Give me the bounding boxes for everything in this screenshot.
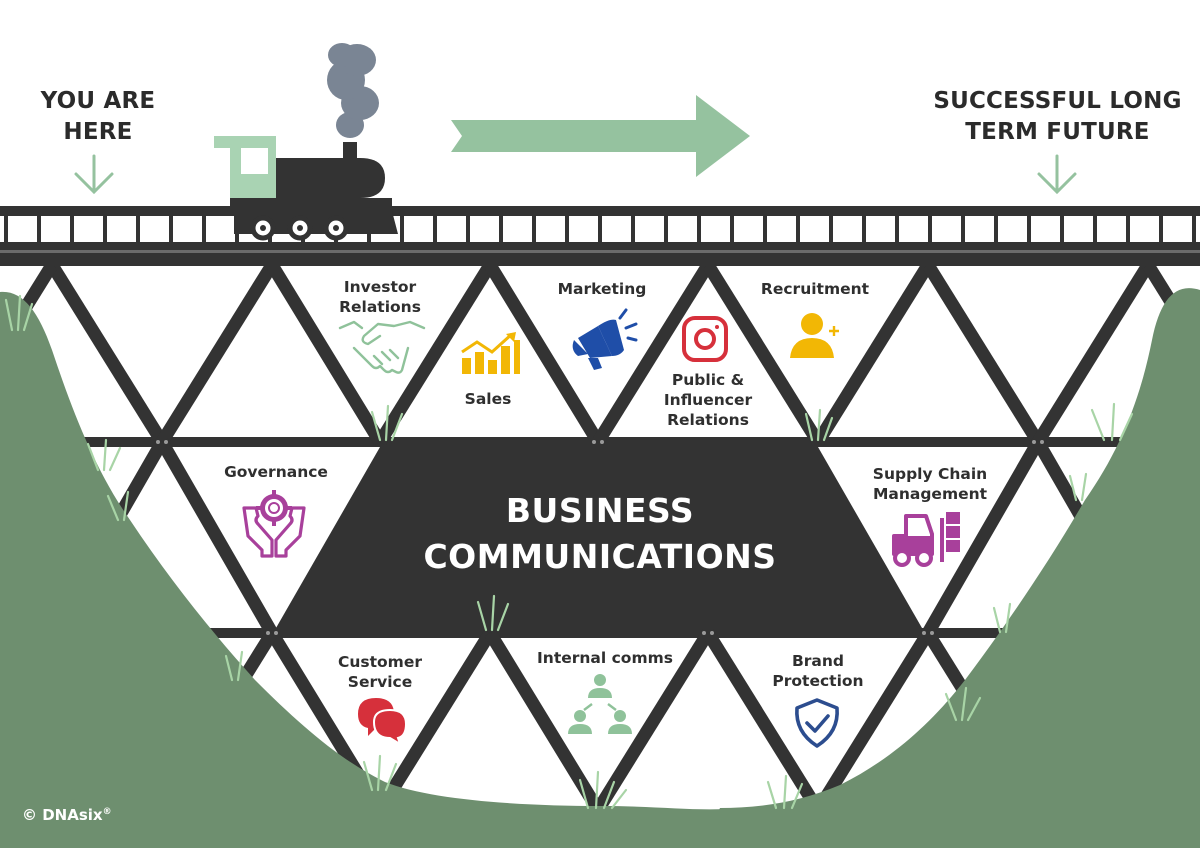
hands-gear-icon xyxy=(242,490,306,558)
rail-tie xyxy=(862,214,866,244)
rail-tie xyxy=(895,214,899,244)
rail-tie xyxy=(499,214,503,244)
rail-tie xyxy=(829,214,833,244)
center-title-line2: COMMUNICATIONS xyxy=(423,537,777,576)
you-are-here-line1: YOU ARE xyxy=(40,88,156,114)
grass-tufts xyxy=(4,294,1134,810)
rail-tie xyxy=(664,214,668,244)
brand-protection-label: Brand Protection xyxy=(748,651,888,691)
megaphone-icon xyxy=(572,308,638,370)
rail-tie xyxy=(103,214,107,244)
customer-service-line1: Customer xyxy=(337,653,422,671)
supply-chain-line1: Supply Chain xyxy=(872,465,988,483)
rail-tie xyxy=(532,214,536,244)
you-are-here-label: YOU ARE HERE xyxy=(18,86,178,148)
copyright-label: © DNAsix® xyxy=(22,806,112,824)
down-arrows xyxy=(74,154,1077,195)
investor-relations-label: Investor Relations xyxy=(305,277,455,317)
rail-tie xyxy=(1159,214,1163,244)
brand-protection-line2: Protection xyxy=(772,672,864,690)
rail-track xyxy=(0,206,1200,266)
rail-tie xyxy=(697,214,701,244)
public-influencer-relations-label: Public & Influencer Relations xyxy=(636,370,780,430)
supply-chain-label: Supply Chain Management xyxy=(850,464,1010,504)
bar-chart-icon xyxy=(461,332,520,374)
public-relations-line3: Relations xyxy=(667,411,749,429)
rail-tie xyxy=(202,214,206,244)
governance-line1: Governance xyxy=(224,463,328,481)
rail-tie xyxy=(169,214,173,244)
center-banner xyxy=(276,447,922,628)
rail-tie xyxy=(1060,214,1064,244)
center-title-line1: BUSINESS xyxy=(505,491,695,530)
person-add-icon xyxy=(790,313,839,358)
internal-comms-label: Internal comms xyxy=(515,648,695,668)
instagram-icon xyxy=(682,316,728,362)
people-network-icon xyxy=(568,674,632,734)
rail-tie xyxy=(928,214,932,244)
future-line2: TERM FUTURE xyxy=(965,119,1150,145)
rail-tie xyxy=(400,214,404,244)
rail-tie xyxy=(994,214,998,244)
supply-chain-line2: Management xyxy=(872,485,988,503)
chat-bubbles-icon xyxy=(358,698,408,747)
rail-tie xyxy=(37,214,41,244)
train-icon xyxy=(214,136,398,241)
public-relations-line2: Influencer xyxy=(663,391,753,409)
forklift-icon xyxy=(892,512,960,567)
handshake-icon xyxy=(338,320,426,374)
progress-arrow xyxy=(451,95,750,177)
shield-check-icon xyxy=(795,698,839,748)
rivets xyxy=(156,440,1044,635)
left-hill xyxy=(0,291,740,848)
rail-tie xyxy=(433,214,437,244)
rail-tie xyxy=(1192,214,1196,244)
you-are-here-line2: HERE xyxy=(63,119,133,145)
investor-relations-line1: Investor xyxy=(343,278,417,296)
rail-tie xyxy=(730,214,734,244)
brand-protection-line1: Brand xyxy=(791,652,845,670)
customer-service-line2: Service xyxy=(347,673,413,691)
right-hill xyxy=(700,288,1200,848)
public-relations-line1: Public & xyxy=(671,371,745,389)
smoke-icon xyxy=(327,43,379,138)
center-title: BUSINESS COMMUNICATIONS xyxy=(360,488,840,580)
rail-tie xyxy=(763,214,767,244)
recruitment-label: Recruitment xyxy=(740,279,890,299)
marketing-line1: Marketing xyxy=(557,280,647,298)
rail-tie xyxy=(70,214,74,244)
sales-line1: Sales xyxy=(464,390,512,408)
rail-tie xyxy=(565,214,569,244)
successful-future-label: SUCCESSFUL LONG TERM FUTURE xyxy=(900,86,1200,148)
registered-mark: ® xyxy=(102,807,112,817)
rail-tie xyxy=(1126,214,1130,244)
recruitment-line1: Recruitment xyxy=(760,280,870,298)
governance-label: Governance xyxy=(196,462,356,482)
rail-tie xyxy=(466,214,470,244)
rail-tie xyxy=(136,214,140,244)
rail-tie xyxy=(631,214,635,244)
sales-label: Sales xyxy=(428,389,548,409)
rail-tie xyxy=(598,214,602,244)
rail-tie xyxy=(796,214,800,244)
internal-comms-line1: Internal comms xyxy=(537,649,673,667)
copyright-text: © DNAsix xyxy=(22,806,103,824)
investor-relations-line2: Relations xyxy=(339,298,421,316)
customer-service-label: Customer Service xyxy=(310,652,450,692)
rail-tie xyxy=(1093,214,1097,244)
future-line1: SUCCESSFUL LONG xyxy=(933,88,1182,114)
rail-tie xyxy=(1027,214,1031,244)
marketing-label: Marketing xyxy=(527,279,677,299)
rail-tie xyxy=(4,214,8,244)
rail-tie xyxy=(961,214,965,244)
